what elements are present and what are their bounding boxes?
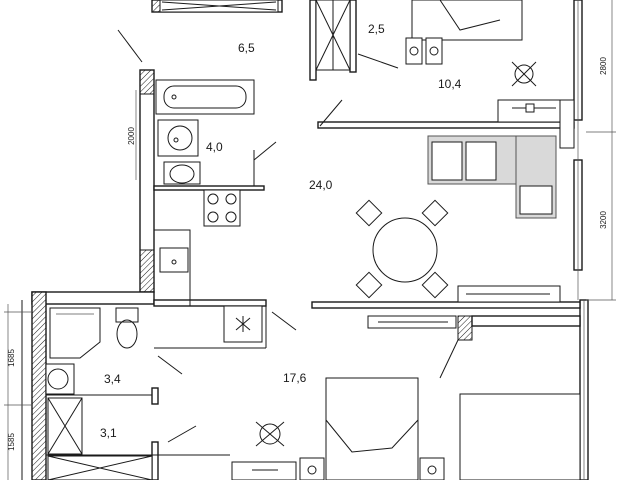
room-area-wc: 3,4 — [104, 372, 121, 386]
room-area-bathroom: 4,0 — [206, 140, 223, 154]
dimension-right-bottom: 3200 — [599, 211, 608, 229]
room-area-living: 24,0 — [309, 178, 333, 192]
dimension-left-bath: 2000 — [127, 127, 136, 145]
dimension-right-top: 2800 — [599, 57, 608, 75]
room-area-hall: 6,5 — [238, 41, 255, 55]
dimension-left-storage: 1585 — [7, 433, 16, 451]
room-area-bedroom1: 10,4 — [438, 77, 462, 91]
dimension-lines — [4, 0, 616, 480]
room-area-wardrobe: 2,5 — [368, 22, 385, 36]
walls — [21, 0, 589, 480]
room-area-storage: 3,1 — [100, 426, 117, 440]
room-area-bedroom2: 17,6 — [283, 371, 307, 385]
doors — [117, 29, 459, 443]
furniture — [45, 0, 581, 480]
dimension-left-wc: 1685 — [7, 349, 16, 367]
